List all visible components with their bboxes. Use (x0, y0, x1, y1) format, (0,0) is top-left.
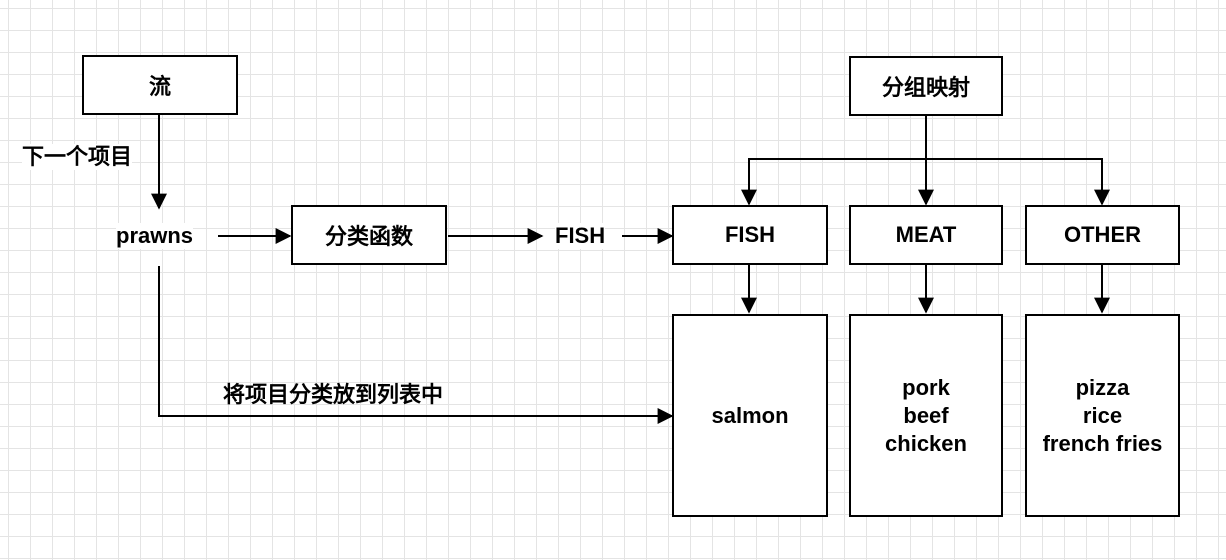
stream-node: 流 (82, 55, 238, 115)
classification-result-label: FISH (555, 223, 606, 249)
list-item: salmon (711, 402, 789, 428)
fish-list: salmon (672, 314, 828, 517)
arrow-item-to-fish-list (158, 266, 674, 424)
add-to-list-label: 将项目分类放到列表中 (223, 382, 444, 407)
list-item: chicken (885, 430, 967, 456)
next-item-label: 下一个项目 (22, 144, 133, 170)
arrow-map-to-fish-group (741, 158, 926, 206)
other-list: pizza rice french fries (1025, 314, 1180, 517)
list-item: french fries (1042, 430, 1163, 456)
list-item: rice (1082, 402, 1123, 428)
group-map-node: 分组映射 (849, 56, 1003, 116)
list-item: beef (903, 402, 949, 428)
fish-group-node: FISH (672, 205, 828, 265)
classifier-node: 分类函数 (291, 205, 447, 265)
current-item-label: prawns (116, 223, 194, 249)
arrow-map-to-other-group (926, 158, 1110, 206)
list-item: pork (902, 374, 950, 400)
meat-list: pork beef chicken (849, 314, 1003, 517)
meat-group-node: MEAT (849, 205, 1003, 265)
other-group-node: OTHER (1025, 205, 1180, 265)
list-item: pizza (1075, 374, 1130, 400)
